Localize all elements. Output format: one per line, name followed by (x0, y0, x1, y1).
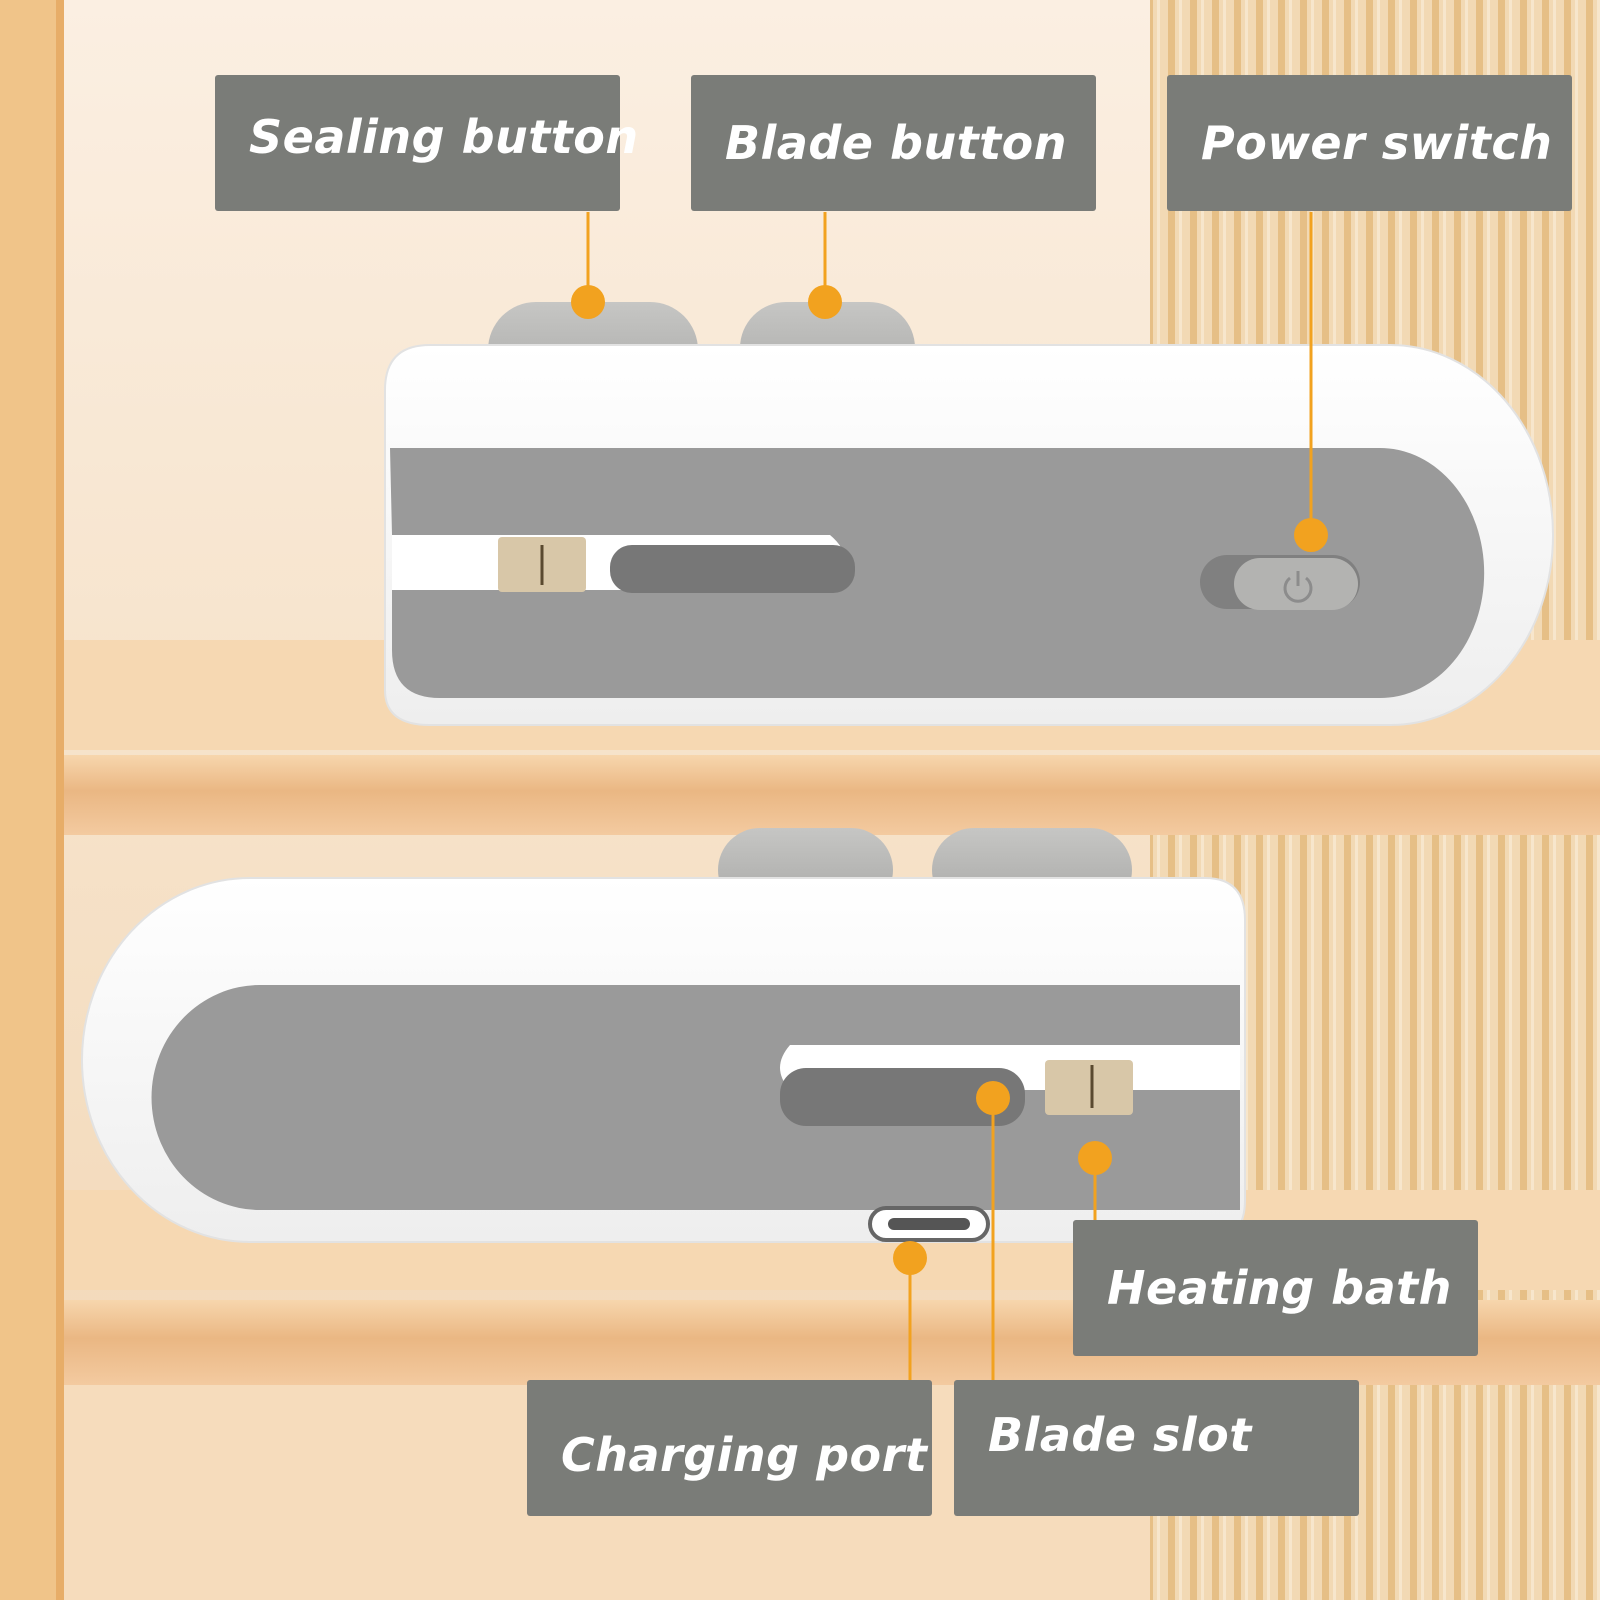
left-frame-edge (56, 0, 64, 1600)
callout-charging-port: Charging port (527, 1380, 932, 1516)
callout-blade-button: Blade button (691, 75, 1096, 211)
dot-blade-button (808, 285, 842, 319)
sealer-device-bottom (81, 828, 1246, 1243)
dot-charging-port (893, 1241, 927, 1275)
gray-side-panel-bottom (151, 985, 1241, 1211)
blade-track-bottom (780, 1068, 1025, 1126)
blade-track-top (610, 545, 855, 593)
dot-sealing-button (571, 285, 605, 319)
dot-heating-bath (1078, 1141, 1112, 1175)
usb-c-port-inner (888, 1218, 970, 1230)
callout-sealing-button: Sealing button (215, 75, 638, 211)
callout-blade-slot: Blade slot (954, 1380, 1359, 1516)
callout-heating-bath: Heating bath (1073, 1220, 1478, 1356)
shelf-upper (64, 755, 1600, 835)
heating-strip-bottom (1045, 1060, 1133, 1115)
sealer-device-top (384, 302, 1554, 726)
leader-lines (571, 212, 1328, 1380)
dot-power-switch (1294, 518, 1328, 552)
gray-side-panel-top (390, 448, 1485, 698)
dot-blade-slot (976, 1081, 1010, 1115)
left-frame (0, 0, 62, 1600)
power-switch-knob (1234, 558, 1358, 610)
power-icon (1283, 571, 1313, 603)
callout-power-switch: Power switch (1167, 75, 1572, 211)
